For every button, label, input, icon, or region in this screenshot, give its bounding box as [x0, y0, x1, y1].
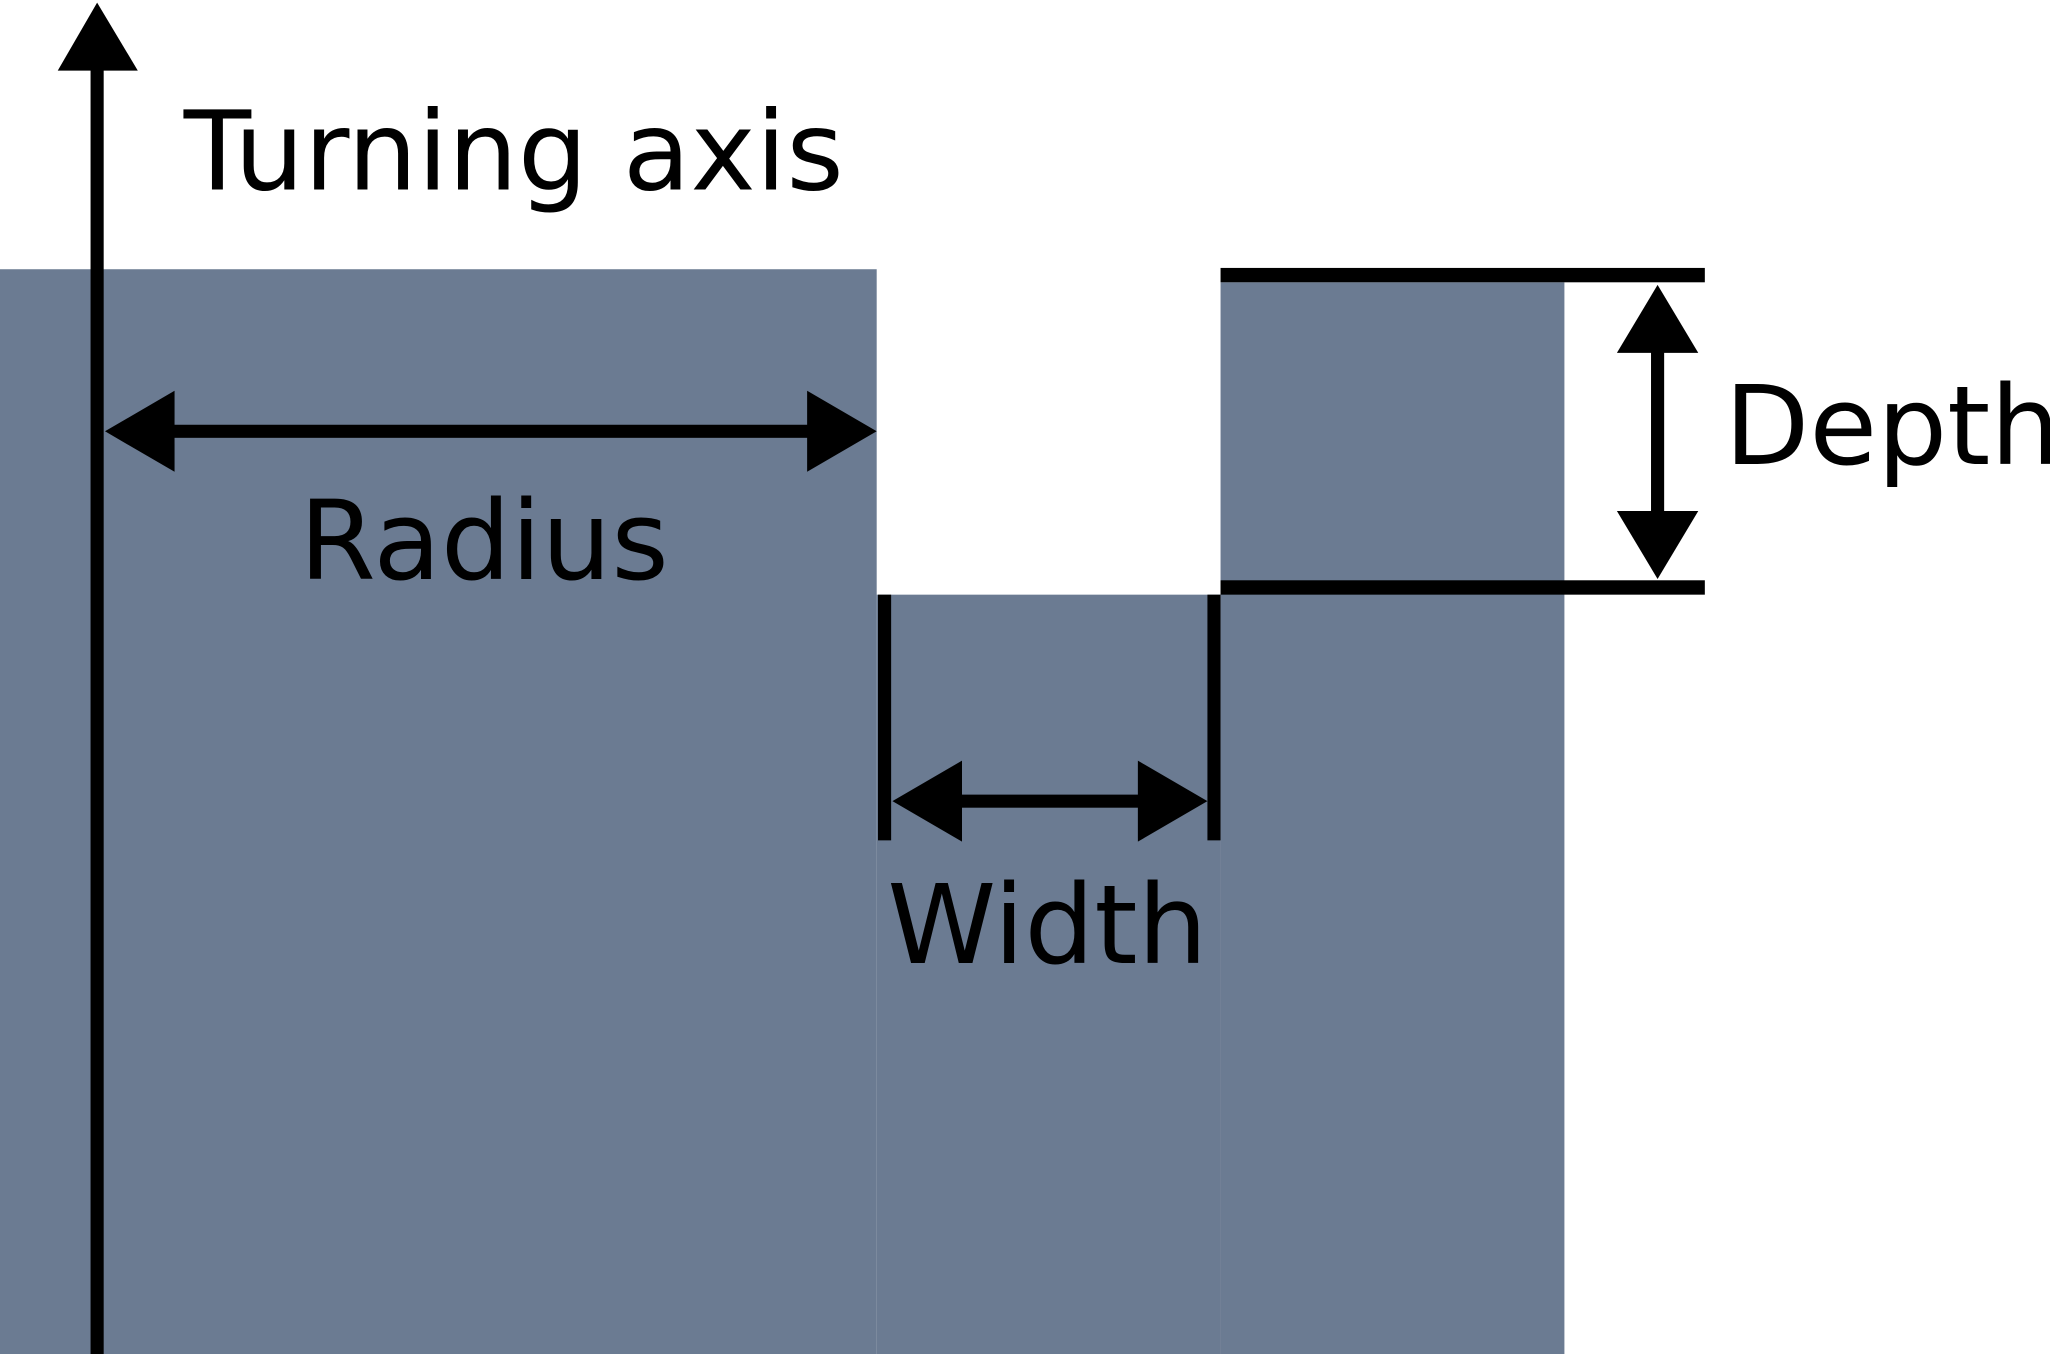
depth-extension-bottom	[1220, 580, 1705, 595]
width-extension-left	[878, 594, 892, 841]
width-dimension	[878, 594, 1221, 842]
radius-dimension	[104, 390, 877, 472]
depth-arrowhead-bottom	[1616, 511, 1699, 579]
depth-label: Depth	[1725, 362, 2050, 490]
radius-line	[157, 424, 827, 438]
width-extension-right	[1207, 594, 1221, 841]
width-line	[944, 794, 1155, 808]
depth-arrowhead-top	[1616, 284, 1699, 353]
turning-axis-arrowhead	[57, 2, 138, 71]
depth-extension-top	[1220, 267, 1705, 283]
turning-axis-label: Turning axis	[183, 88, 844, 216]
radius-arrowhead-left	[104, 390, 175, 472]
workpiece-right-block	[1220, 282, 1565, 1354]
depth-dimension	[1220, 267, 1705, 595]
width-arrowhead-right	[1137, 760, 1208, 842]
width-label: Width	[887, 861, 1207, 989]
workpiece	[0, 269, 1565, 1354]
turning-axis-line	[90, 65, 104, 1354]
width-arrowhead-left	[892, 760, 963, 842]
radius-label: Radius	[299, 477, 669, 605]
depth-line	[1651, 339, 1665, 523]
turning-axis-arrow	[57, 2, 138, 1354]
radius-arrowhead-right	[807, 390, 877, 472]
groove-floor-block	[876, 594, 1221, 1354]
